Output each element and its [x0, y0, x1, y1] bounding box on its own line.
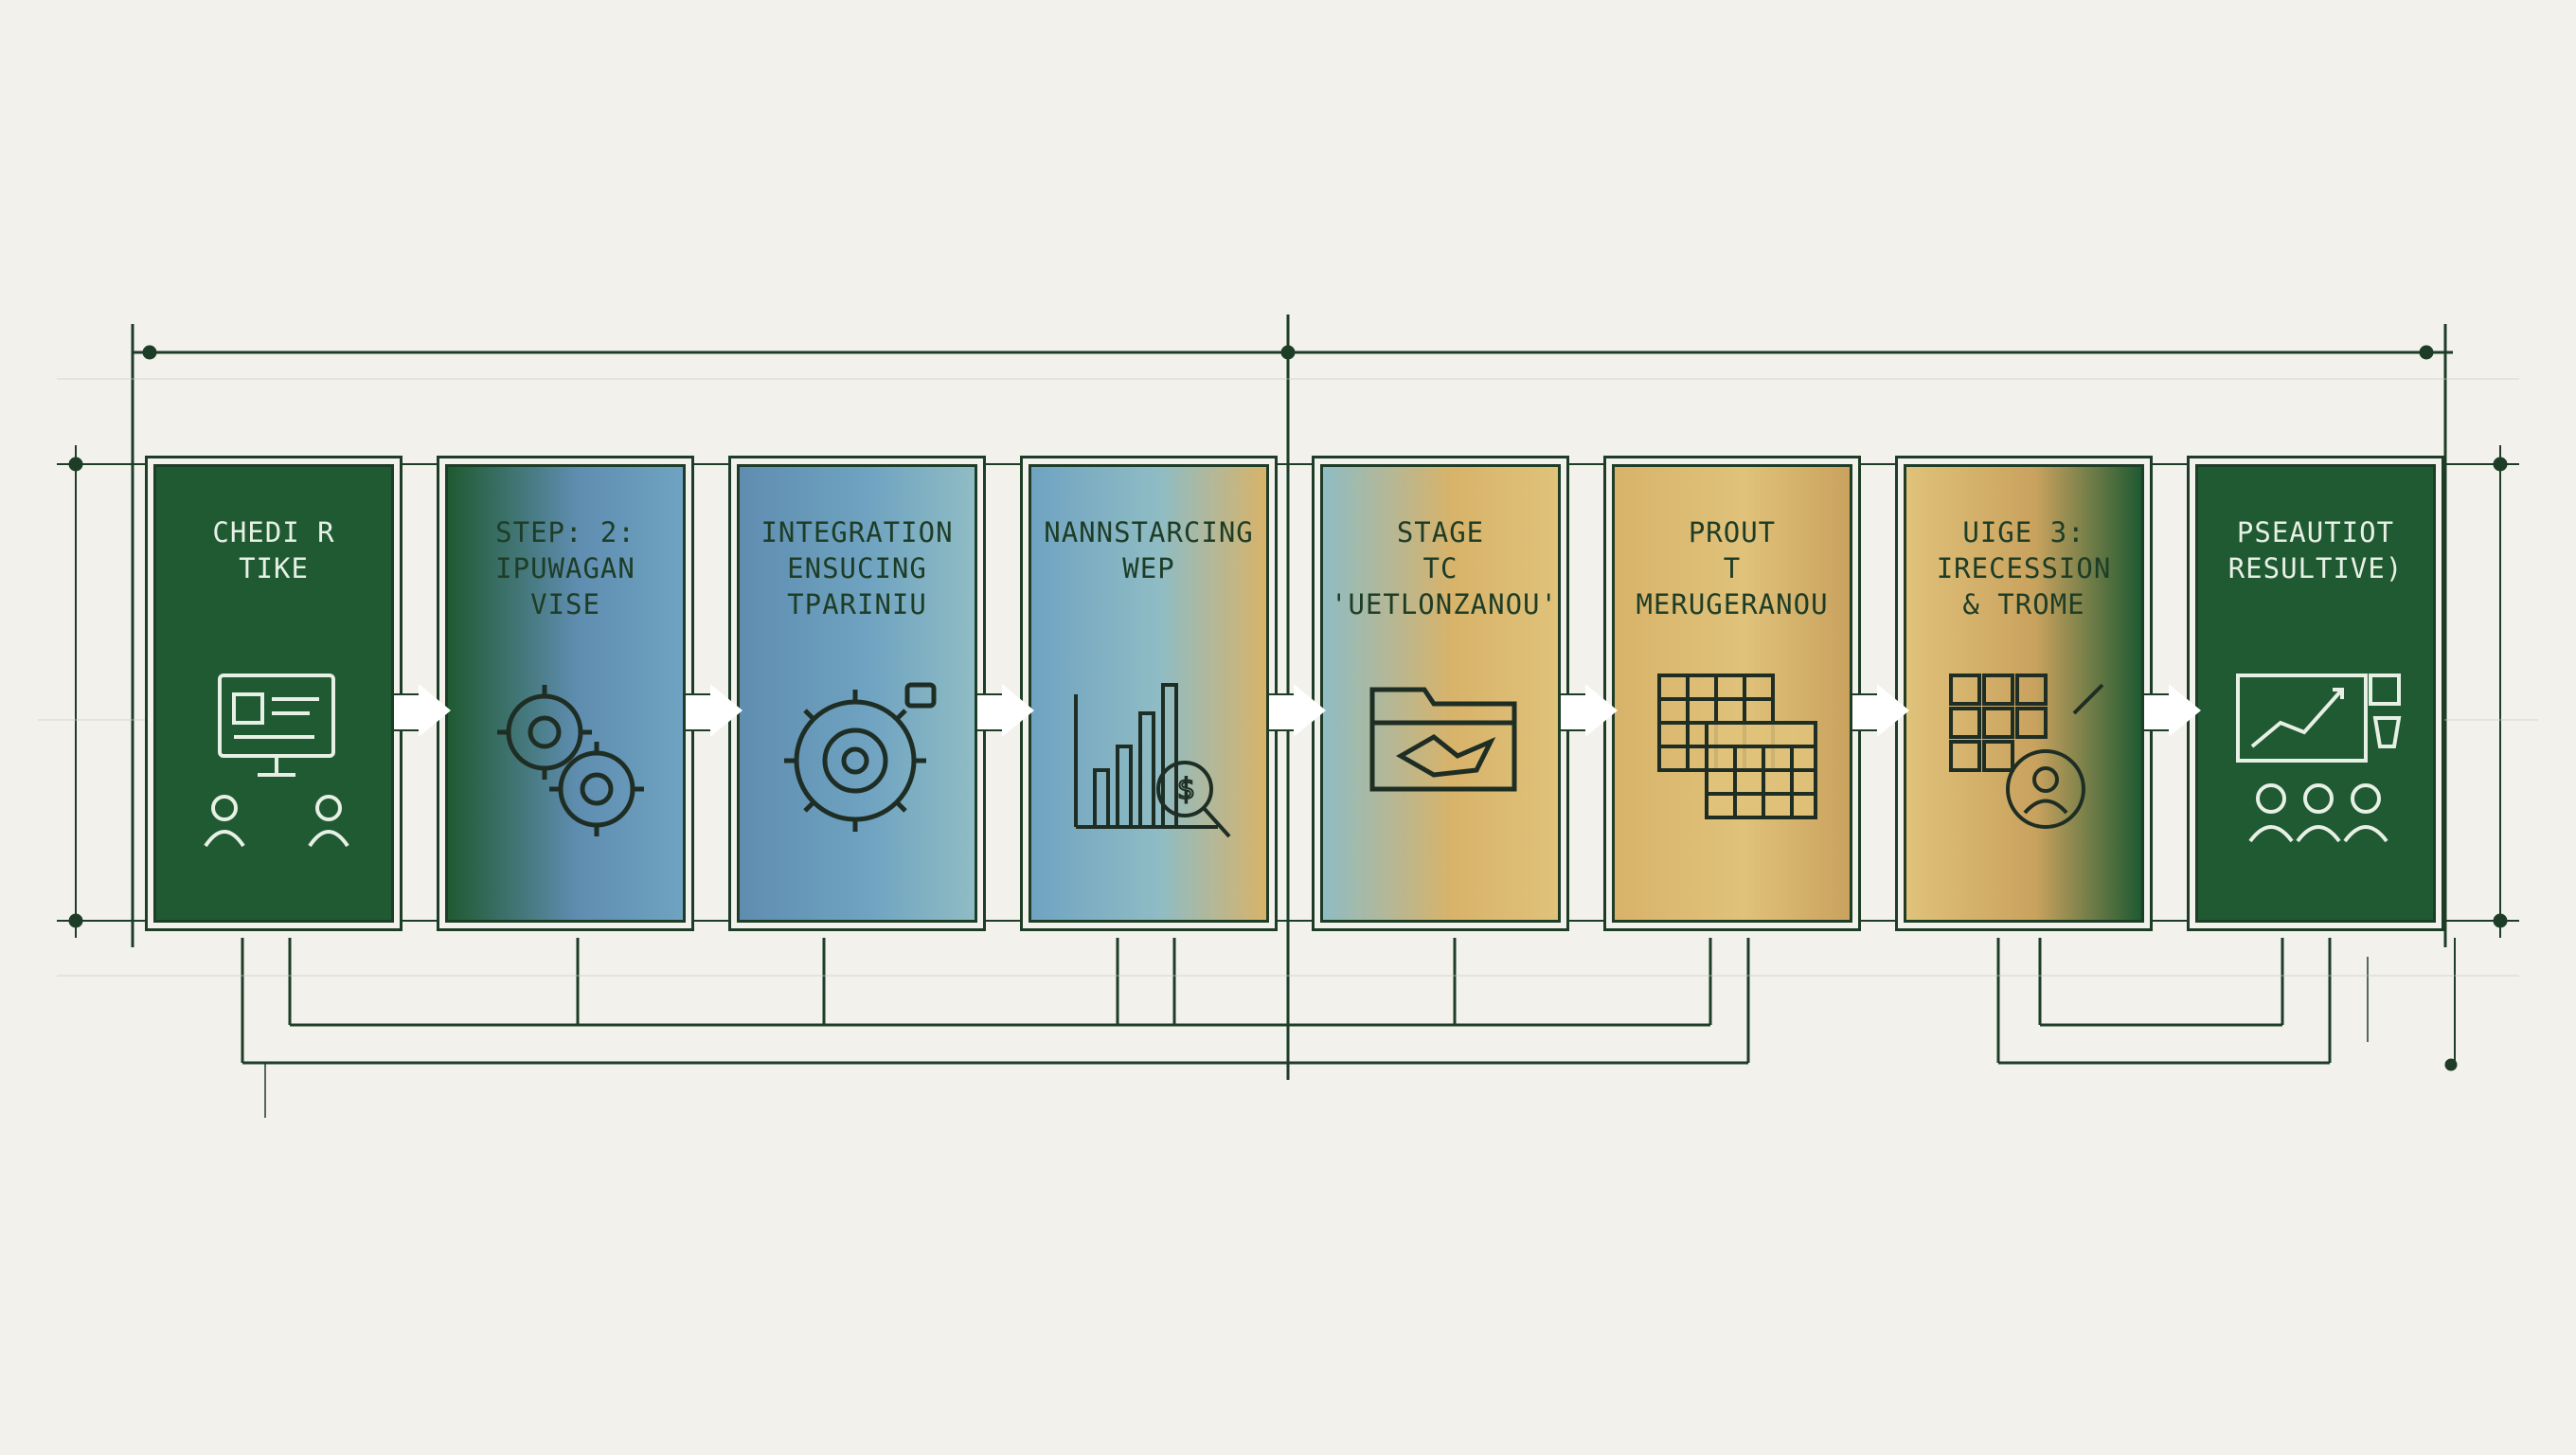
stage-8-title: PSEAUTIOT RESULTIVE)	[2227, 516, 2404, 584]
chart-magnifier-icon: $	[1074, 683, 1231, 838]
folder-handshake-icon	[1369, 687, 1517, 792]
flow-arrow-4	[1269, 693, 1294, 731]
stage-card-8: PSEAUTIOT RESULTIVE)	[2195, 464, 2436, 923]
grid-person-icon	[1949, 674, 2104, 829]
growth-chart-people-icon	[2236, 674, 2402, 843]
stage-3-title: INTEGRATION ENSUCING TPARINIU	[760, 516, 954, 620]
stage-5-title: STAGE TC 'UETLONZANOU'	[1331, 516, 1558, 620]
flow-arrowhead-7	[2169, 684, 2201, 737]
stage-card-3: INTEGRATION ENSUCING TPARINIU	[737, 464, 977, 923]
stage-card-7: UIGE 3: IRECESSION & TROME	[1904, 464, 2144, 923]
stage-2-title: STEP: 2: IPUWAGAN VISE	[495, 516, 635, 620]
stage-card-5: STAGE TC 'UETLONZANOU'	[1320, 464, 1561, 923]
flow-arrow-3	[977, 693, 1002, 731]
stage-4-title: NANNSTARCING WEP	[1044, 516, 1254, 584]
flow-arrowhead-5	[1585, 684, 1618, 737]
gear-cog-icon	[784, 682, 937, 832]
flow-arrow-7	[2144, 693, 2169, 731]
flow-arrow-6	[1852, 693, 1877, 731]
flow-arrow-1	[394, 693, 419, 731]
stage-1-title: CHEDI R TIKE	[212, 516, 335, 584]
stage-7-title: UIGE 3: IRECESSION & TROME	[1936, 516, 2112, 620]
stage-card-4: NANNSTARCING WEP $	[1029, 464, 1269, 923]
flow-arrowhead-2	[710, 684, 742, 737]
flow-arrowhead-1	[419, 684, 451, 737]
svg-text:$: $	[1177, 773, 1195, 806]
monitor-people-icon	[204, 674, 349, 848]
stage-6-title: PROUT T MERUGERANOU	[1636, 516, 1829, 620]
stage-card-2: STEP: 2: IPUWAGAN VISE	[445, 464, 686, 923]
spreadsheet-icon	[1657, 674, 1817, 819]
gears-icon	[497, 685, 644, 836]
flow-arrowhead-3	[1002, 684, 1034, 737]
flow-arrow-5	[1561, 693, 1585, 731]
flow-arrowhead-6	[1877, 684, 1909, 737]
flow-arrowhead-4	[1294, 684, 1326, 737]
flow-arrow-2	[686, 693, 710, 731]
stage-card-6: PROUT T MERUGERANOU	[1612, 464, 1852, 923]
stage-card-1: CHEDI R TIKE	[153, 464, 394, 923]
